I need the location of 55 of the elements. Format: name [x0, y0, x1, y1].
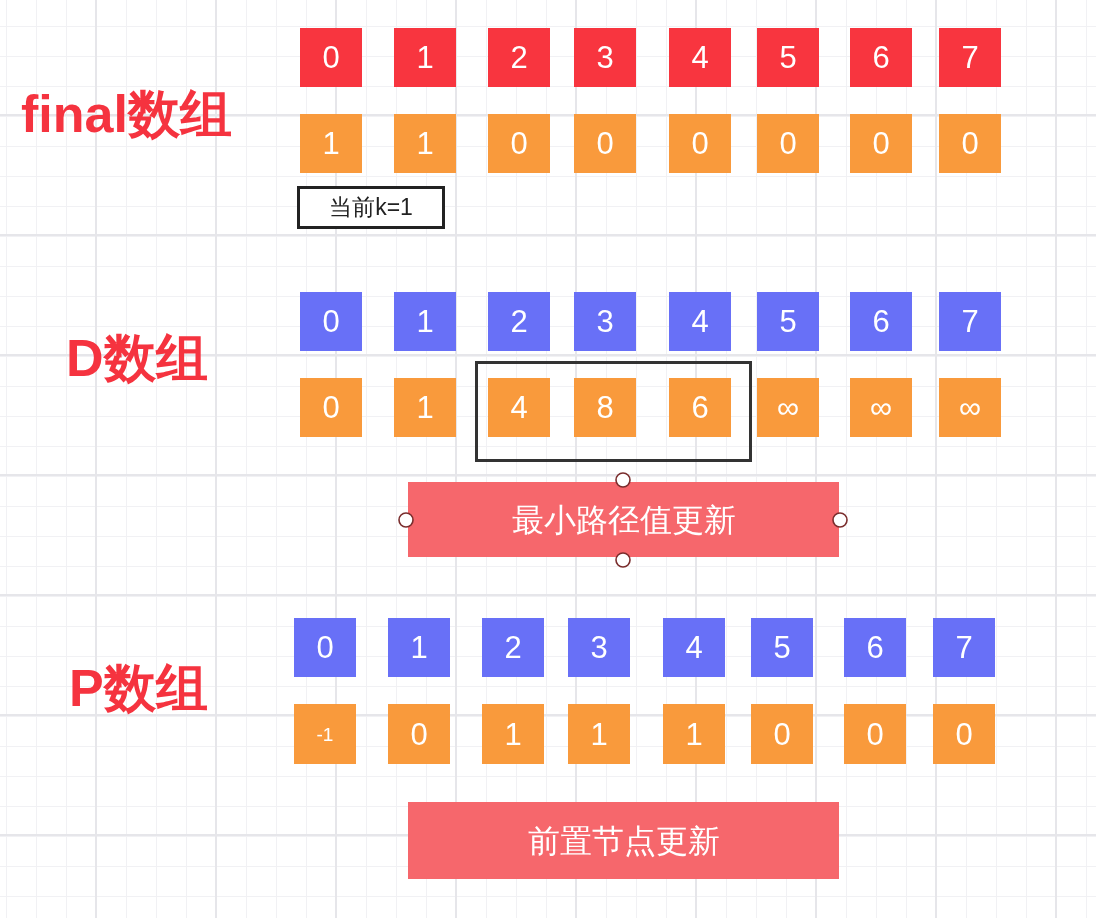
value-cell: 1 [568, 704, 630, 764]
value-cell: 0 [844, 704, 906, 764]
value-cell: 0 [574, 114, 636, 173]
value-cell: 0 [669, 114, 731, 173]
index-cell: 1 [388, 618, 450, 677]
value-cell: ∞ [939, 378, 1001, 437]
value-cell: 0 [488, 114, 550, 173]
index-cell: 4 [663, 618, 725, 677]
caption-box: 前置节点更新 [408, 802, 839, 879]
section-title: P数组 [69, 658, 208, 718]
index-cell: 4 [669, 28, 731, 87]
value-cell: 1 [482, 704, 544, 764]
value-cell: 0 [757, 114, 819, 173]
index-cell: 3 [574, 28, 636, 87]
value-cell: 4 [488, 378, 550, 437]
index-cell: 3 [568, 618, 630, 677]
index-cell: 6 [850, 28, 912, 87]
section-title: final数组 [21, 84, 232, 144]
value-cell: 0 [300, 378, 362, 437]
section-title: D数组 [66, 328, 208, 388]
value-cell: 0 [751, 704, 813, 764]
index-cell: 6 [844, 618, 906, 677]
value-cell: 1 [300, 114, 362, 173]
index-cell: 7 [939, 28, 1001, 87]
index-cell: 5 [757, 292, 819, 351]
index-cell: 5 [751, 618, 813, 677]
value-cell: 0 [933, 704, 995, 764]
index-cell: 1 [394, 292, 456, 351]
index-cell: 4 [669, 292, 731, 351]
value-cell: 0 [850, 114, 912, 173]
caption-box: 最小路径值更新 [408, 482, 839, 557]
value-cell: 1 [394, 114, 456, 173]
index-cell: 2 [488, 28, 550, 87]
index-cell: 2 [488, 292, 550, 351]
value-cell: 1 [394, 378, 456, 437]
value-cell: ∞ [757, 378, 819, 437]
value-cell: 6 [669, 378, 731, 437]
index-cell: 0 [294, 618, 356, 677]
note-box: 当前k=1 [297, 186, 445, 229]
value-cell: 1 [663, 704, 725, 764]
value-cell: 0 [939, 114, 1001, 173]
index-cell: 5 [757, 28, 819, 87]
index-cell: 0 [300, 28, 362, 87]
value-cell: 0 [388, 704, 450, 764]
value-cell: -1 [294, 704, 356, 764]
index-cell: 1 [394, 28, 456, 87]
highlight-frame [475, 361, 752, 462]
index-cell: 7 [933, 618, 995, 677]
index-cell: 0 [300, 292, 362, 351]
value-cell: 8 [574, 378, 636, 437]
value-cell: ∞ [850, 378, 912, 437]
index-cell: 2 [482, 618, 544, 677]
index-cell: 7 [939, 292, 1001, 351]
index-cell: 3 [574, 292, 636, 351]
index-cell: 6 [850, 292, 912, 351]
